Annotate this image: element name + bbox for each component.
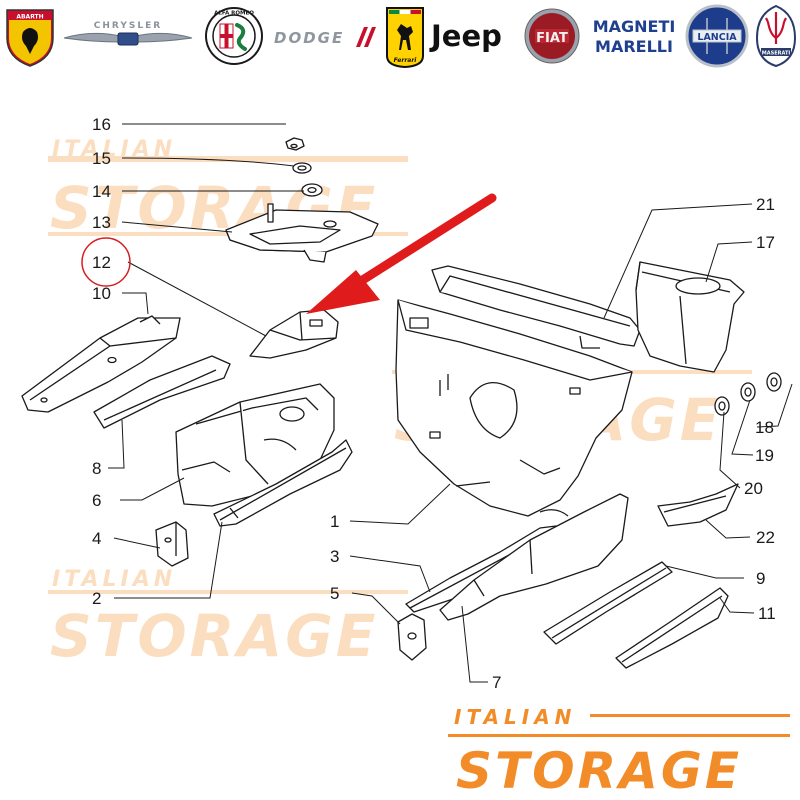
svg-text:LANCIA: LANCIA [697,32,737,43]
svg-text:FIAT: FIAT [536,31,568,46]
svg-text:Jeep: Jeep [429,19,502,53]
part-16-nut [285,137,305,151]
watermark-italian-bottom: ITALIAN [52,567,176,592]
magneti-text: MAGNETI [593,17,676,36]
part-14-washer [301,183,323,197]
part-label-21: 21 [756,195,775,214]
leader-lines [108,123,793,683]
part-label-5: 5 [330,584,339,603]
red-arrow [306,193,497,314]
part-label-19: 19 [755,446,774,465]
part-label-10: 10 [92,284,111,303]
part-label-2: 2 [92,589,101,608]
part-label-6: 6 [92,491,101,510]
part-21-cross-member [431,265,641,349]
watermark-storage-bottom: STORAGE [50,602,378,670]
part-20-washer [714,396,730,416]
lancia-logo: LANCIA [684,4,750,68]
maserati-logo: MASERATI [754,4,798,68]
part-label-18: 18 [755,418,774,437]
italian-storage-logo: ITALIAN STORAGE [448,705,790,800]
chrysler-logo: CHRYSLER [62,4,194,68]
part-13-mounting-plate [225,203,379,263]
part-17-strut-tower [635,261,745,373]
svg-text:MASERATI: MASERATI [762,51,791,57]
part-label-15: 15 [92,149,111,168]
part-7-side-member [439,493,629,621]
part-15-spring-washer [292,162,312,174]
part-1-bulkhead [395,299,633,517]
svg-text:ALFA ROMEO: ALFA ROMEO [214,11,254,17]
part-label-11: 11 [758,604,776,623]
part-label-1: 1 [330,512,339,531]
part-label-20: 20 [744,479,763,498]
part-label-13: 13 [92,213,111,232]
magneti-marelli-logo: MAGNETI MARELLI [588,4,680,68]
marelli-text: MARELLI [595,37,673,56]
part-12-bracket [249,309,339,359]
part-label-16: 16 [92,115,111,134]
highlight-circle [81,237,131,287]
part-6-wheelhouse-panel [175,383,335,507]
abarth-logo: ABARTH [2,4,58,68]
part-label-4: 4 [92,529,101,548]
ferrari-logo: Ferrari [385,4,425,68]
part-22-reinforcement [657,483,739,527]
part-label-7: 7 [492,673,501,692]
svg-text:ABARTH: ABARTH [16,14,43,21]
part-9-rail [543,561,673,645]
jeep-logo: Jeep [428,4,514,68]
part-8-rail [93,355,231,429]
part-10-longitudinal-member [21,315,181,413]
part-19-washer [740,382,756,402]
fiat-logo: FIAT [522,4,582,68]
svg-text:CHRYSLER: CHRYSLER [94,21,162,31]
alfa-romeo-logo: ALFA ROMEO [202,4,266,68]
part-label-22: 22 [756,528,775,547]
part-2-lower-rail [213,439,353,527]
svg-text:Ferrari: Ferrari [394,57,418,64]
part-5-small-plate [397,613,427,661]
part-label-17: 17 [756,233,775,252]
part-label-14: 14 [92,182,111,201]
part-4-small-bracket [155,521,189,567]
part-18-washer [766,372,782,392]
footer-brand-storage: STORAGE [456,742,742,800]
part-label-9: 9 [756,569,765,588]
dodge-logo: DODGE [272,4,376,68]
footer-brand-italian: ITALIAN [454,705,576,729]
svg-text:DODGE: DODGE [274,29,344,47]
part-label-3: 3 [330,547,339,566]
part-label-8: 8 [92,459,101,478]
part-labels: 16 15 14 13 12 10 8 6 4 2 1 3 5 7 21 17 … [92,115,776,692]
part-11-rail [615,587,729,669]
brand-logo-bar: ABARTH CHRYSLER ALFA ROMEO DODGE [0,0,800,72]
part-label-12: 12 [92,253,111,272]
